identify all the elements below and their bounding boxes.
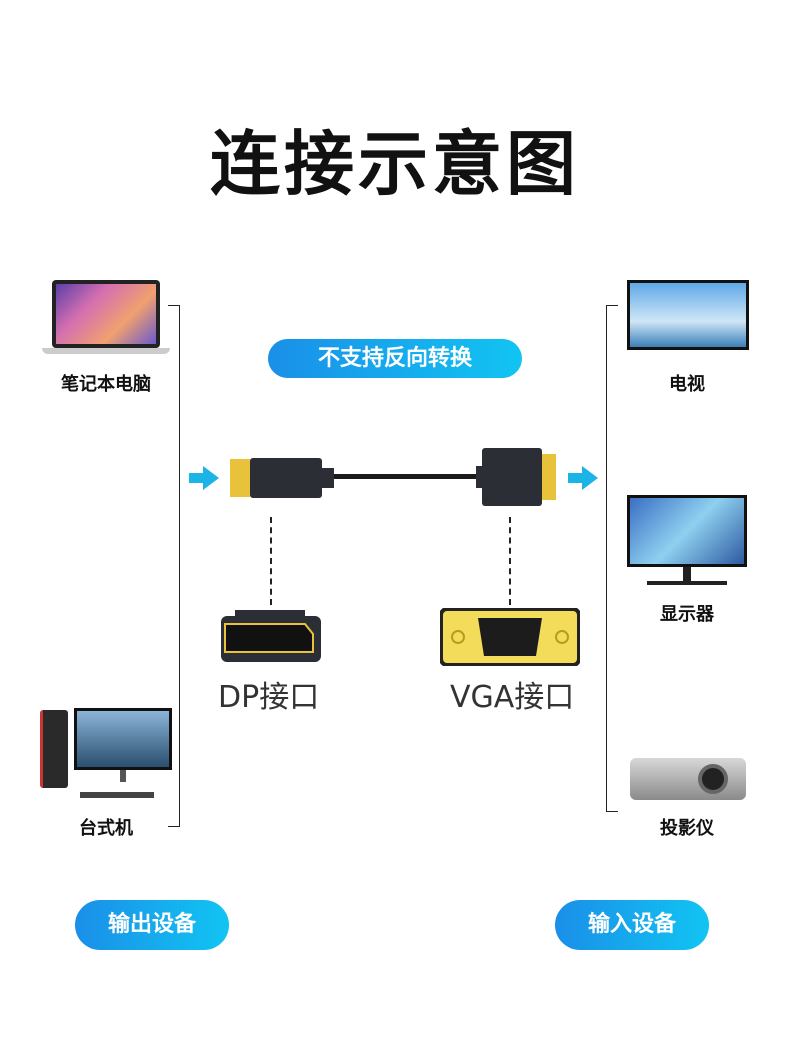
tv-image: [627, 280, 749, 358]
input-devices-badge: 输入设备: [555, 900, 709, 950]
input-bracket: [606, 305, 618, 812]
device-label-monitor: 显示器: [660, 604, 714, 625]
dp-port-label: DP接口: [218, 680, 320, 715]
vga-port-label: VGA接口: [450, 680, 575, 715]
laptop-image: [42, 280, 170, 358]
monitor-image: [627, 495, 747, 587]
arrow-right-icon: [189, 466, 219, 490]
vga-leader-line: [509, 517, 511, 605]
dp-port-image: [221, 610, 321, 662]
device-label-projector: 投影仪: [660, 818, 714, 839]
projector-image: [630, 758, 746, 800]
dp-to-vga-cable: [230, 448, 556, 506]
vga-port-image: [440, 608, 580, 666]
device-label-desktop: 台式机: [79, 818, 133, 839]
no-reverse-banner: 不支持反向转换: [268, 339, 522, 378]
device-label-tv: 电视: [669, 374, 705, 395]
arrow-right-icon: [568, 466, 598, 490]
page-title: 连接示意图: [210, 123, 580, 205]
desktop-image: [40, 708, 172, 800]
dp-leader-line: [270, 517, 272, 605]
device-label-laptop: 笔记本电脑: [61, 374, 151, 395]
output-devices-badge: 输出设备: [75, 900, 229, 950]
output-bracket: [168, 305, 180, 827]
